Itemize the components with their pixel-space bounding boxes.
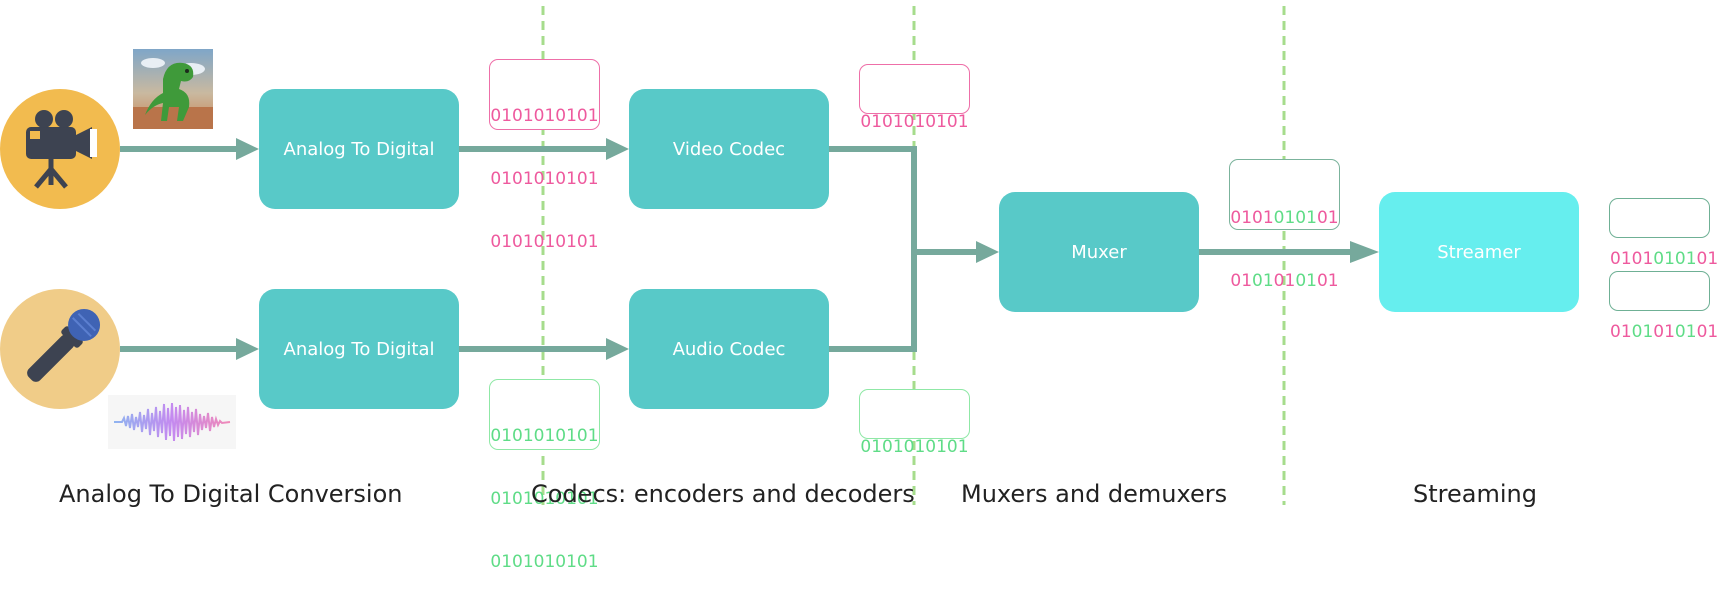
bits-segment: 0101 (1230, 208, 1274, 228)
bits-segment: 0101 (1610, 249, 1654, 269)
bits-line: 0101010101 (490, 232, 599, 252)
bits-segment: 0101 (1273, 208, 1317, 228)
bits-segment: 01 (1316, 271, 1339, 291)
stream-bits-a: 0101010101 (1609, 198, 1718, 269)
microphone-icon (0, 289, 120, 409)
muxer-box: Muxer (999, 192, 1199, 312)
bits-segment: 01 (1273, 271, 1296, 291)
bits-line: 0101010101 (1230, 208, 1339, 229)
bits-line: 0101010101 (1230, 271, 1339, 292)
video-camera-icon (0, 89, 120, 209)
bits-segment: 01 (1610, 322, 1632, 342)
connector-video-codec-to-muxer (829, 146, 917, 252)
dinosaur-image (133, 49, 213, 129)
arrowhead-muxer-to-streamer (1350, 241, 1379, 263)
bits-line: 0101010101 (490, 426, 599, 446)
audio-codec-box: Audio Codec (629, 289, 829, 409)
bits-segment: 01 (1653, 322, 1675, 342)
audio-codec-label: Audio Codec (672, 338, 786, 360)
muxer-label: Muxer (1071, 241, 1127, 263)
bits-segment: 01 (1674, 322, 1697, 342)
stream-bits-b: 0101010101 (1609, 271, 1718, 342)
bits-segment: 01 (1252, 271, 1274, 291)
adc-video-box: Analog To Digital (259, 89, 459, 209)
bits-line: 0101010101 (860, 437, 969, 457)
streamer-label: Streamer (1437, 241, 1521, 263)
bits-segment: 01 (1316, 208, 1339, 228)
video-codec-box: Video Codec (629, 89, 829, 209)
bits-segment: 01 (1696, 249, 1718, 269)
audio-encoded-bits: 0101010101 (859, 389, 970, 457)
bits-segment: 0101 (1653, 249, 1697, 269)
bits-line: 0101010101 (490, 552, 599, 572)
muxed-bits: 0101010101 0101010101 (1229, 159, 1340, 291)
bits-line: 0101010101 (490, 106, 599, 126)
bits-line: 0101010101 (490, 489, 599, 509)
arrowhead-mic-to-adc (236, 338, 259, 360)
bits-line: 0101010101 (1610, 322, 1718, 343)
audio-waveform-image (108, 395, 236, 449)
audio-raw-bits: 0101010101 0101010101 0101010101 (489, 379, 600, 572)
media-pipeline-diagram: Analog To Digital Analog To Digital Vide… (0, 6, 1718, 572)
streamer-box: Streamer (1379, 192, 1579, 312)
arrowhead-adc-to-audio-codec (606, 338, 629, 360)
stage-caption-muxers: Muxers and demuxers (961, 480, 1228, 508)
arrowhead-merge-to-muxer (976, 241, 999, 263)
arrowhead-adc-to-video-codec (606, 138, 629, 160)
video-encoded-bits: 0101010101 (859, 64, 970, 132)
video-raw-bits: 0101010101 0101010101 0101010101 (489, 59, 600, 252)
bits-line: 0101010101 (1610, 249, 1718, 270)
bits-segment: 01 (1230, 271, 1253, 291)
bits-line: 0101010101 (860, 112, 969, 132)
bits-segment: 01 (1696, 322, 1718, 342)
adc-audio-box: Analog To Digital (259, 289, 459, 409)
stage-caption-conversion: Analog To Digital Conversion (59, 480, 403, 508)
connector-audio-codec-to-muxer (829, 252, 917, 352)
video-codec-label: Video Codec (672, 138, 786, 160)
stage-caption-streaming: Streaming (1413, 480, 1537, 508)
bits-segment: 01 (1631, 322, 1654, 342)
adc-audio-label: Analog To Digital (283, 338, 435, 360)
adc-video-label: Analog To Digital (283, 138, 435, 160)
bits-line: 0101010101 (490, 169, 599, 189)
bits-segment: 01 (1295, 271, 1317, 291)
arrowhead-camera-to-adc (236, 138, 259, 160)
stage-caption-codecs: Codecs: encoders and decoders (531, 480, 915, 508)
